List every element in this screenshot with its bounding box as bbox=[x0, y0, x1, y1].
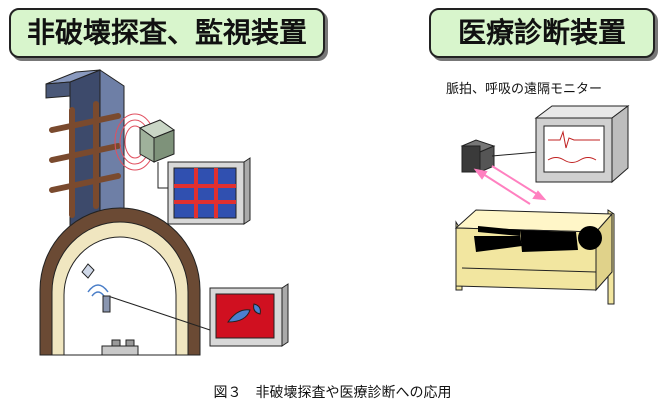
remote-monitor-caption: 脈拍、呼吸の遠隔モニター bbox=[446, 82, 603, 97]
signal-arrows bbox=[473, 165, 547, 205]
radar-sensor-box bbox=[138, 119, 176, 189]
rebar-lines bbox=[49, 101, 121, 218]
figure-caption: 図３ 非破壊探査や医療診断への応用 bbox=[213, 385, 452, 401]
concrete-pillar-illustration bbox=[45, 69, 156, 231]
title-medical-diagnosis: 医療診断装置 bbox=[429, 8, 655, 58]
grid-display-monitor bbox=[167, 157, 251, 225]
tunnel-illustration bbox=[39, 207, 211, 356]
bed-with-patient bbox=[454, 209, 615, 305]
patient-silhouette bbox=[474, 226, 602, 252]
tunnel-display-monitor bbox=[209, 283, 289, 347]
remote-monitor-sensor bbox=[460, 139, 539, 173]
title-nondestructive-inspection: 非破壊探査、監視装置 bbox=[9, 8, 325, 58]
vital-signs-monitor bbox=[534, 105, 630, 184]
